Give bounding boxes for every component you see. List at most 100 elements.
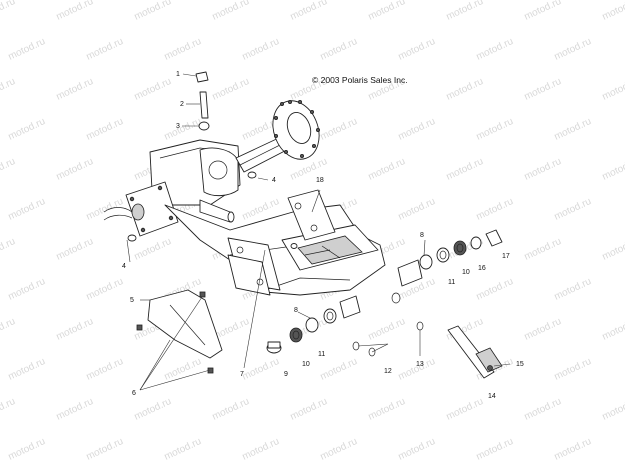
side-plate: [287, 189, 336, 241]
right-bushing-stack: [397, 229, 503, 287]
watermark-text: motod.ru: [55, 0, 95, 23]
watermark-text: motod.ru: [133, 76, 173, 103]
callout-15: 15: [516, 361, 524, 368]
watermark-text: motod.ru: [553, 116, 593, 143]
watermark-text: motod.ru: [55, 316, 95, 343]
callout-8-right: 8: [420, 232, 424, 239]
watermark-text: motod.ru: [0, 316, 17, 343]
watermark-text: motod.ru: [163, 116, 203, 143]
watermark-text: motod.ru: [163, 436, 203, 463]
watermark-text: motod.ru: [0, 76, 17, 103]
watermark-text: motod.ru: [367, 0, 407, 23]
watermark-text: motod.ru: [475, 436, 515, 463]
watermark-text: motod.ru: [7, 276, 47, 303]
watermark-text: motod.ru: [241, 36, 281, 63]
watermark-text: motod.ru: [601, 236, 625, 263]
watermark-text: motod.ru: [445, 76, 485, 103]
callout-14: 14: [488, 393, 496, 400]
callout-13: 13: [416, 361, 424, 368]
watermark-text: motod.ru: [475, 36, 515, 63]
callout-16: 16: [478, 265, 486, 272]
watermark-text: motod.ru: [601, 396, 625, 423]
watermark-text: motod.ru: [0, 0, 17, 23]
watermark-text: motod.ru: [523, 156, 563, 183]
small-parts: [195, 71, 210, 131]
callout-7: 7: [240, 371, 244, 378]
watermark-text: motod.ru: [163, 36, 203, 63]
watermark-text: motod.ru: [133, 236, 173, 263]
callout-6: 6: [132, 390, 136, 397]
callout-5: 5: [130, 297, 134, 304]
watermark-text: motod.ru: [0, 236, 17, 263]
callout-4-lower: 4: [122, 263, 126, 270]
watermark-text: motod.ru: [133, 396, 173, 423]
watermark-text: motod.ru: [0, 156, 17, 183]
watermark-text: motod.ru: [601, 76, 625, 103]
callout-11-left: 11: [318, 351, 325, 358]
callout-1: 1: [176, 71, 180, 78]
watermark-text: motod.ru: [319, 116, 359, 143]
watermark-text: motod.ru: [133, 0, 173, 23]
watermark-text: motod.ru: [289, 396, 329, 423]
watermark-text: motod.ru: [7, 116, 47, 143]
watermark-text: motod.ru: [475, 196, 515, 223]
watermark-text: motod.ru: [445, 0, 485, 23]
callout-17: 17: [502, 253, 510, 260]
watermark-text: motod.ru: [397, 36, 437, 63]
watermark-text: motod.ru: [397, 196, 437, 223]
watermark-text: motod.ru: [367, 396, 407, 423]
callout-10-left: 10: [302, 361, 310, 368]
watermark-text: motod.ru: [523, 316, 563, 343]
arm-bracket: [227, 237, 281, 296]
flange-plate: [103, 181, 179, 237]
watermark-text: motod.ru: [7, 36, 47, 63]
watermark-text: motod.ru: [55, 396, 95, 423]
watermark-text: motod.ru: [85, 116, 125, 143]
watermark-text: motod.ru: [85, 356, 125, 383]
watermark-text: motod.ru: [553, 196, 593, 223]
watermark-text: motod.ru: [7, 196, 47, 223]
watermark-text: motod.ru: [55, 156, 95, 183]
callout-9: 9: [284, 371, 288, 378]
watermark-text: motod.ru: [85, 196, 125, 223]
left-bushing-stack: [266, 295, 361, 354]
washers: [127, 171, 298, 249]
watermark-text: motod.ru: [523, 0, 563, 23]
watermark-text: motod.ru: [211, 0, 251, 23]
watermark-text: motod.ru: [241, 436, 281, 463]
callout-18: 18: [316, 177, 324, 184]
watermark-text: motod.ru: [523, 396, 563, 423]
watermark-text: motod.ru: [601, 316, 625, 343]
watermark-text: motod.ru: [397, 436, 437, 463]
watermark-text: motod.ru: [7, 356, 47, 383]
watermark-text: motod.ru: [0, 396, 17, 423]
watermark-text: motod.ru: [319, 356, 359, 383]
watermark-text: motod.ru: [553, 36, 593, 63]
watermark-text: motod.ru: [553, 276, 593, 303]
watermark-text: motod.ru: [211, 396, 251, 423]
watermark-text: motod.ru: [55, 236, 95, 263]
watermark-text: motod.ru: [553, 436, 593, 463]
callout-11-right: 11: [448, 279, 455, 286]
callout-10-right: 10: [462, 269, 470, 276]
watermark-text: motod.ru: [241, 356, 281, 383]
watermark-text: motod.ru: [85, 36, 125, 63]
watermark-text: motod.ru: [55, 76, 95, 103]
callout-4-upper: 4: [272, 177, 276, 184]
watermark-text: motod.ru: [211, 76, 251, 103]
watermark-text: motod.ru: [397, 116, 437, 143]
chain-guard: [147, 289, 223, 359]
watermark-text: motod.ru: [367, 156, 407, 183]
watermark-text: motod.ru: [319, 36, 359, 63]
watermark-text: motod.ru: [523, 236, 563, 263]
watermark-text: motod.ru: [601, 0, 625, 23]
watermark-text: motod.ru: [553, 356, 593, 383]
watermark-text: motod.ru: [319, 436, 359, 463]
watermark-text: motod.ru: [289, 0, 329, 23]
watermark-text: motod.ru: [475, 116, 515, 143]
watermark-text: motod.ru: [445, 156, 485, 183]
watermark-text: motod.ru: [85, 436, 125, 463]
leader-lines: [126, 73, 511, 391]
copyright-notice: © 2003 Polaris Sales Inc.: [312, 75, 408, 85]
